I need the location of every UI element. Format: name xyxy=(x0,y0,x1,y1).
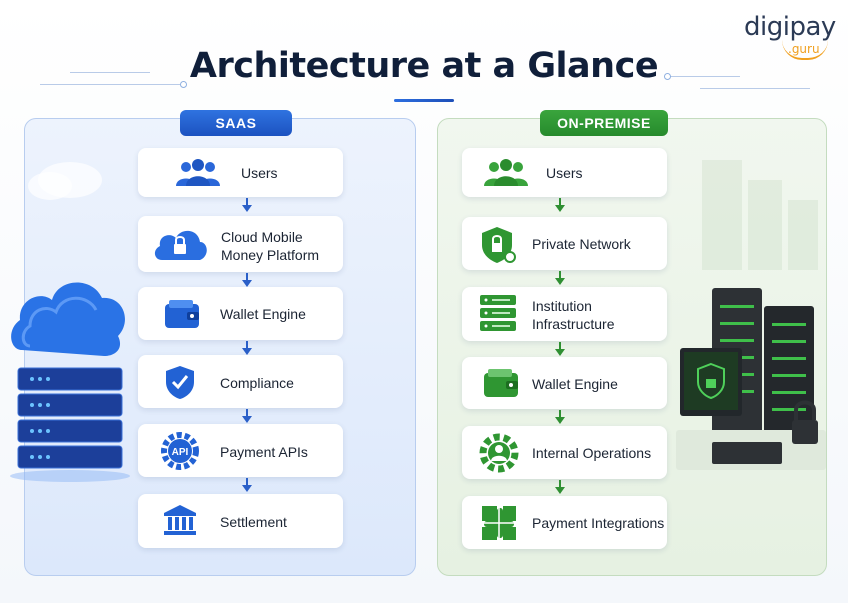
puzzle-icon xyxy=(482,506,516,540)
server-stack-icon xyxy=(480,295,516,331)
flow-arrow xyxy=(555,271,565,285)
brand-logo[interactable]: digipay .guru xyxy=(744,12,836,60)
onprem-label: ON-PREMISE xyxy=(540,110,668,136)
title-underline xyxy=(394,99,454,102)
flow-arrow xyxy=(555,480,565,494)
saas-step-users[interactable] xyxy=(138,148,343,197)
decor-dot xyxy=(180,81,187,88)
wallet-icon xyxy=(484,369,518,397)
flow-arrow xyxy=(242,198,252,212)
saas-step-settlement[interactable] xyxy=(138,494,343,548)
api-icon-text: API xyxy=(172,447,189,458)
saas-step-label: Wallet Engine xyxy=(220,306,306,322)
api-gear-icon: API xyxy=(161,432,199,470)
decor-line xyxy=(40,84,180,85)
onprem-step-label: Institution Infrastructure xyxy=(532,298,615,332)
brand-swoosh xyxy=(782,40,828,60)
saas-step-label: Users xyxy=(241,165,278,181)
saas-step-label: Settlement xyxy=(220,514,287,530)
saas-step-label: Cloud Mobile Money Platform xyxy=(221,229,320,263)
bank-icon xyxy=(164,505,196,535)
shield-lock-icon xyxy=(482,227,516,263)
onprem-step-label: Payment Integrations xyxy=(532,515,665,531)
gear-user-icon xyxy=(479,433,519,473)
brand-suffix: .guru xyxy=(788,42,820,56)
users-icon xyxy=(176,159,220,186)
brand-name: digipay xyxy=(744,12,836,42)
saas-step-label: Compliance xyxy=(220,375,294,391)
onprem-step-label: Private Network xyxy=(532,236,631,252)
server-stack xyxy=(17,367,123,469)
flow-arrow xyxy=(242,341,252,355)
decor-line xyxy=(670,76,740,77)
cloud-lock-icon xyxy=(154,230,207,260)
onprem-step-label: Users xyxy=(546,165,583,181)
saas-label: SAAS xyxy=(180,110,292,136)
saas-step-label: Payment APIs xyxy=(220,444,308,460)
decor-line xyxy=(700,88,810,89)
datacenter-illustration xyxy=(676,160,826,470)
shield-check-icon xyxy=(166,366,194,399)
wallet-icon xyxy=(165,300,199,328)
flow-arrow xyxy=(555,342,565,356)
decor-dot xyxy=(664,73,671,80)
users-icon xyxy=(484,159,528,186)
flow-arrow xyxy=(242,409,252,423)
onprem-step-users[interactable] xyxy=(462,148,667,197)
onprem-step-label: Internal Operations xyxy=(532,445,652,461)
flow-arrow xyxy=(555,410,565,424)
page-title: Architecture at a Glance xyxy=(189,46,659,86)
onprem-step-label: Wallet Engine xyxy=(532,376,618,392)
cloud-server-illustration xyxy=(10,162,130,482)
flow-arrow xyxy=(555,198,565,212)
flow-arrow xyxy=(242,273,252,287)
decor-line xyxy=(70,72,150,73)
flow-arrow xyxy=(242,478,252,492)
